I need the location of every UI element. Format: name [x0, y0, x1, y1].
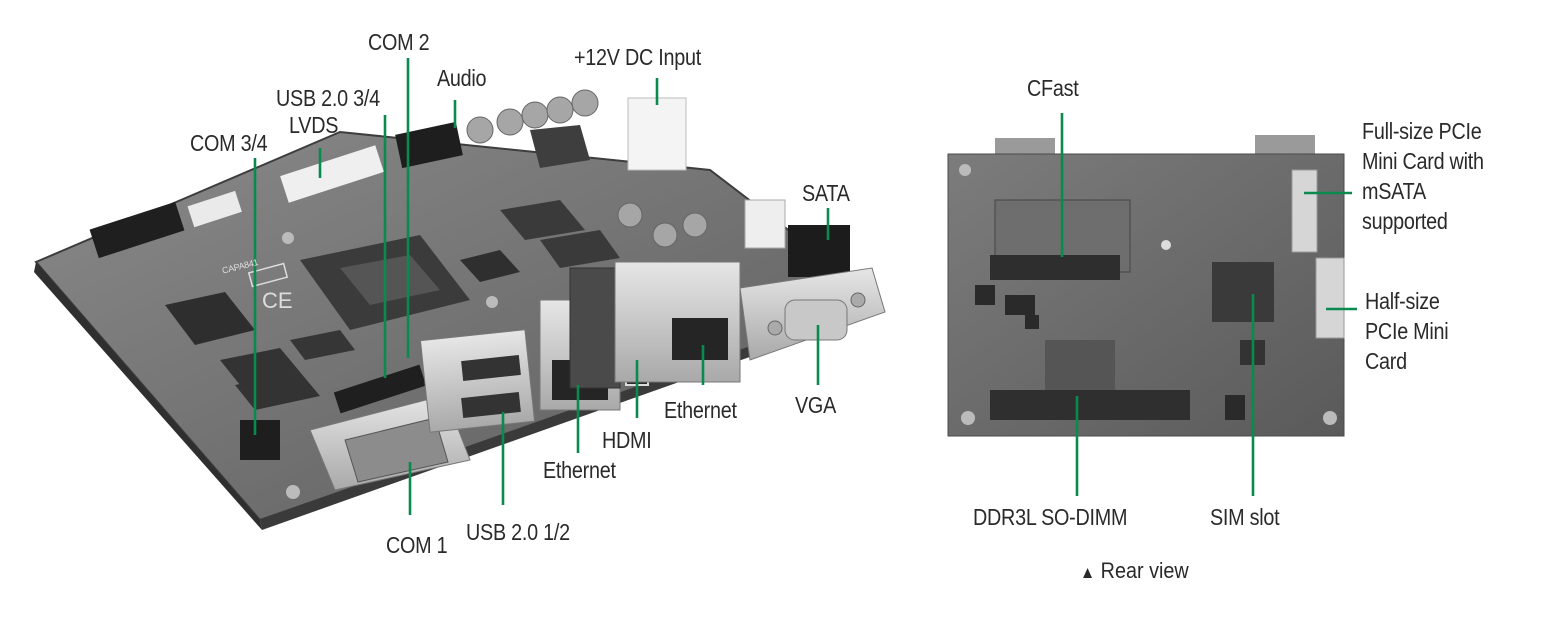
label-cfast: CFast — [1027, 75, 1079, 101]
label-full-size-pcie: Full-size PCIe Mini Card with mSATA supp… — [1362, 116, 1484, 236]
label-full-size-pcie-line4: supported — [1362, 208, 1448, 234]
label-com2: COM 2 — [368, 29, 430, 55]
label-audio: Audio — [437, 65, 487, 91]
label-ethernet-right: Ethernet — [664, 397, 737, 423]
label-full-size-pcie-line1: Full-size PCIe — [1362, 118, 1482, 144]
label-half-size-pcie-line1: Half-size — [1365, 288, 1440, 314]
rear-view-caption: ▲ Rear view — [1080, 558, 1189, 584]
label-hdmi: HDMI — [602, 427, 652, 453]
rear-board-illustration — [947, 135, 1345, 437]
label-half-size-pcie: Half-size PCIe Mini Card — [1365, 286, 1449, 376]
label-com1: COM 1 — [386, 532, 448, 558]
ce-mark: CE — [262, 288, 293, 313]
rear-view-caption-text: Rear view — [1100, 558, 1189, 583]
triangle-up-icon: ▲ — [1080, 563, 1096, 582]
label-sim: SIM slot — [1210, 504, 1280, 530]
label-lvds: LVDS — [289, 112, 339, 138]
front-io-ports — [309, 261, 886, 491]
label-sata: SATA — [802, 180, 850, 206]
label-usb12: USB 2.0 1/2 — [466, 519, 570, 545]
label-usb34: USB 2.0 3/4 — [276, 85, 380, 111]
label-com34: COM 3/4 — [190, 130, 268, 156]
label-ethernet-left: Ethernet — [543, 457, 616, 483]
label-full-size-pcie-line3: mSATA — [1362, 178, 1426, 204]
label-dc-input: +12V DC Input — [574, 44, 701, 70]
label-half-size-pcie-line3: Card — [1365, 348, 1407, 374]
label-full-size-pcie-line2: Mini Card with — [1362, 148, 1484, 174]
callout-lines — [253, 58, 1357, 515]
label-half-size-pcie-line2: PCIe Mini — [1365, 318, 1449, 344]
label-ddr3l: DDR3L SO-DIMM — [973, 504, 1128, 530]
label-vga: VGA — [795, 392, 836, 418]
